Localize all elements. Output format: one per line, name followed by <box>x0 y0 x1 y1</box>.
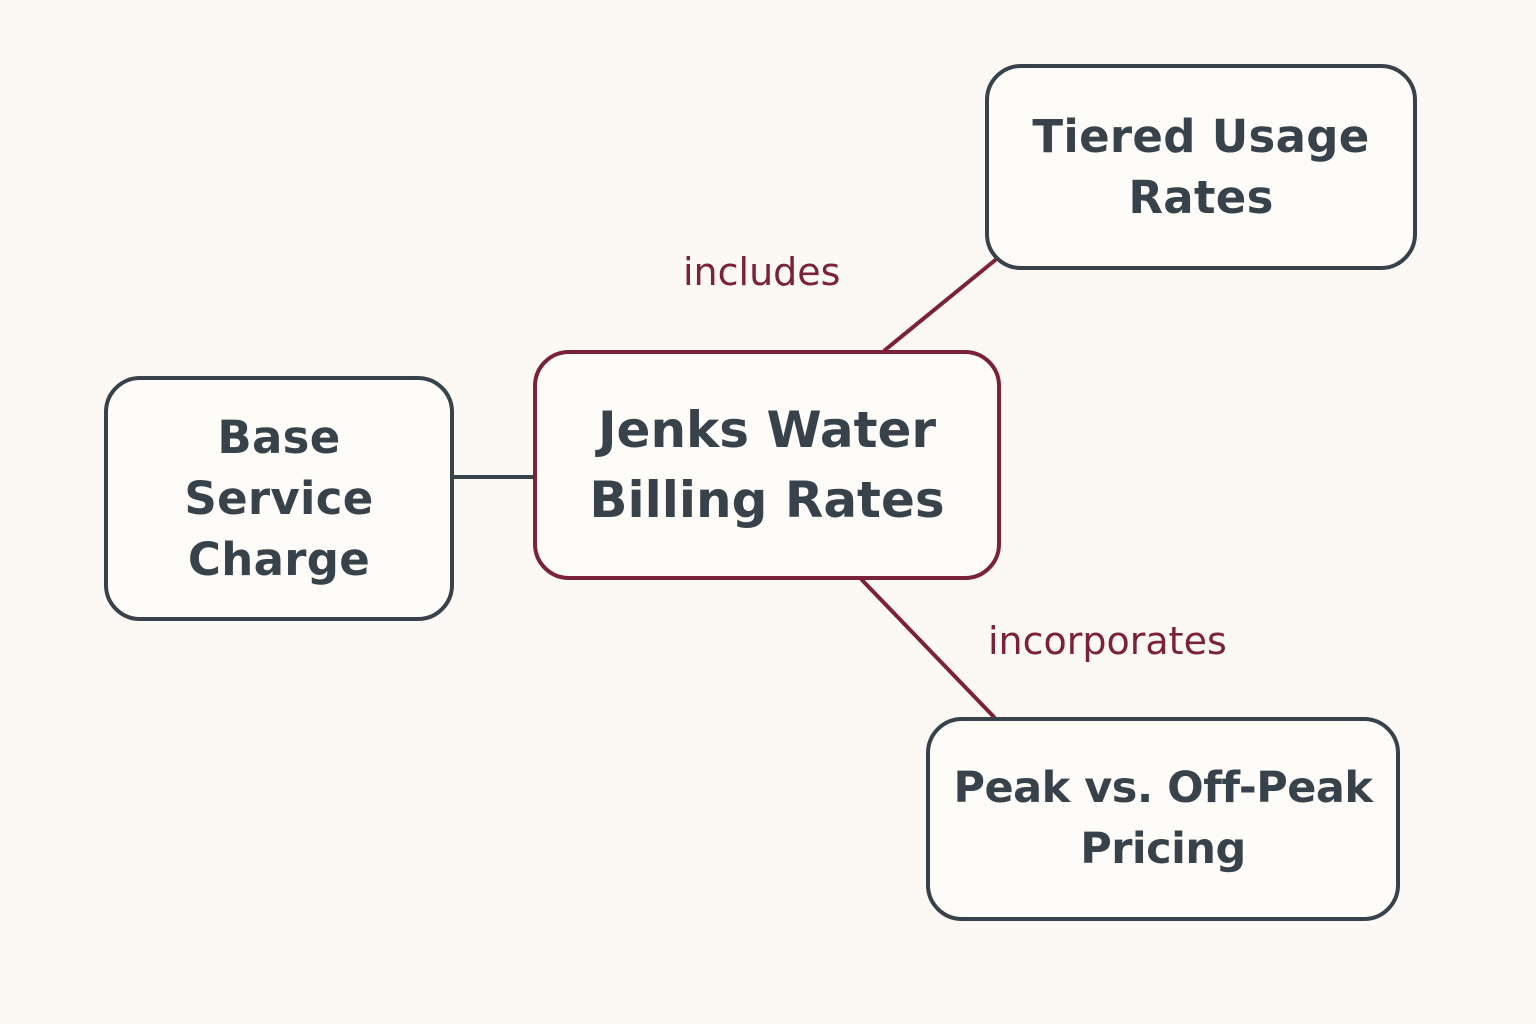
node-jenks-water-billing-rates-label: Jenks Water Billing Rates <box>589 401 945 529</box>
node-tiered-usage-rates-label: Tiered Usage Rates <box>1032 110 1370 224</box>
node-base-service-charge-label: Base Service Charge <box>184 411 374 586</box>
connector-bottom <box>860 578 996 719</box>
node-peak-off-peak-pricing: Peak vs. Off-Peak Pricing <box>926 717 1400 921</box>
node-jenks-water-billing-rates: Jenks Water Billing Rates <box>533 350 1001 580</box>
connector-top <box>883 255 1001 352</box>
node-peak-off-peak-pricing-label: Peak vs. Off-Peak Pricing <box>953 763 1373 874</box>
node-base-service-charge: Base Service Charge <box>104 376 454 621</box>
edge-label-incorporates: incorporates <box>988 619 1227 663</box>
node-tiered-usage-rates: Tiered Usage Rates <box>985 64 1417 270</box>
edge-label-includes: includes <box>683 250 841 294</box>
